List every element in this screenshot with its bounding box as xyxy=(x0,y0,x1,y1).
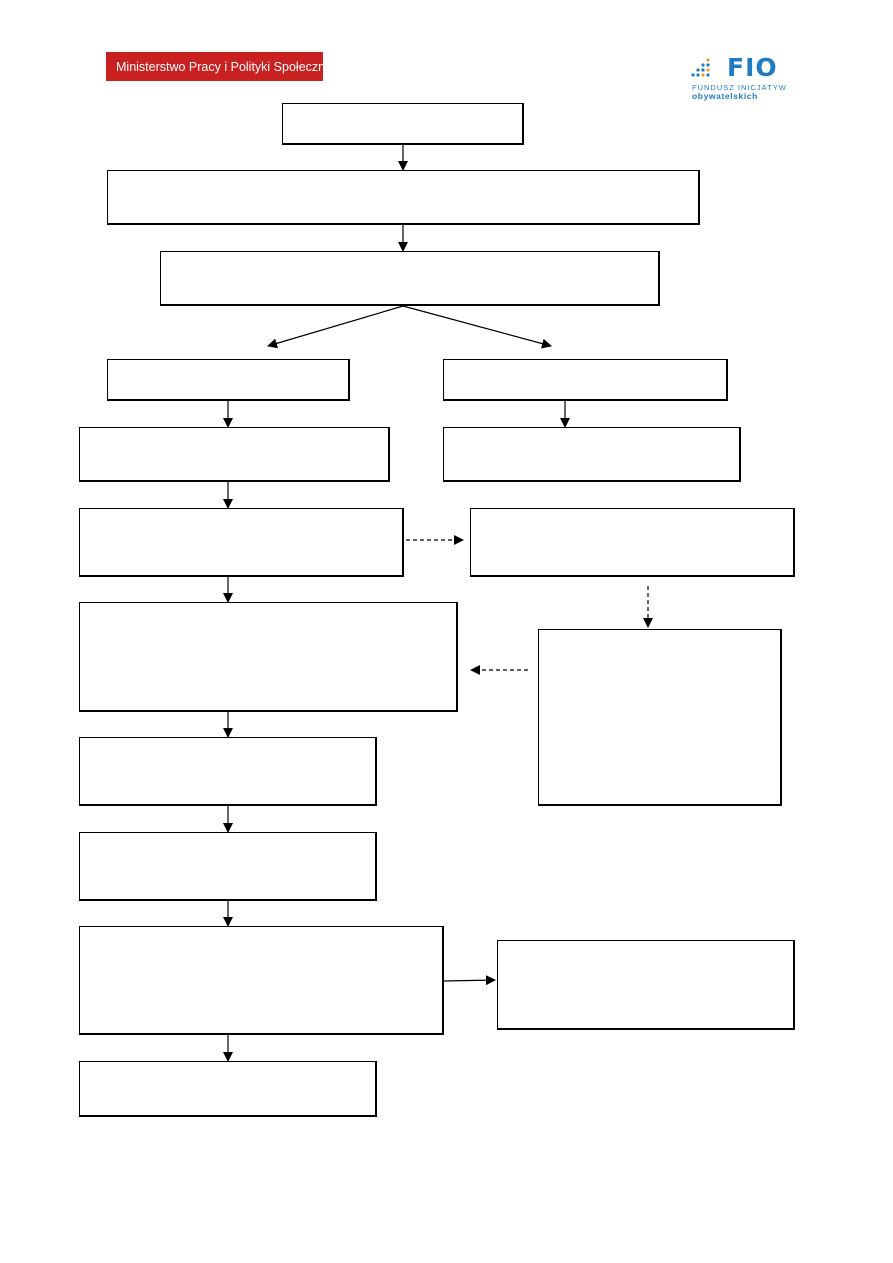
connector-step3-to-left-branch xyxy=(267,305,404,349)
flow-box-right-step7 xyxy=(497,940,795,1030)
flow-box-left-step2 xyxy=(79,427,390,482)
flow-box-left-step3 xyxy=(79,508,404,577)
flow-box-left-step7 xyxy=(79,926,444,1035)
flow-box-right-step4 xyxy=(538,629,782,806)
flow-box-right-branch xyxy=(443,359,728,401)
fio-dots-icon xyxy=(691,58,710,77)
flow-box-step3 xyxy=(160,251,660,306)
ministry-logo: Ministerstwo Pracy i Polityki Społecznej xyxy=(106,52,335,81)
fio-acronym: FIO xyxy=(727,53,778,82)
fio-logo: FIO FUNDUSZ INICJATYW obywatelskich xyxy=(690,53,786,101)
flow-box-final xyxy=(79,1061,377,1117)
connector-step3-to-right-branch xyxy=(402,305,552,349)
flow-box-left-branch xyxy=(107,359,350,401)
flow-box-right-step3 xyxy=(470,508,795,577)
flow-box-left-step6 xyxy=(79,832,377,901)
connector-left-step7-to-right-step7 xyxy=(443,975,496,986)
flow-box-right-step2 xyxy=(443,427,741,482)
fio-subtitle-line1: FUNDUSZ INICJATYW xyxy=(692,83,787,92)
flow-box-left-step5 xyxy=(79,737,377,806)
ministry-logo-text: Ministerstwo Pracy i Polityki Społecznej xyxy=(116,59,335,74)
flow-box-top xyxy=(282,103,524,145)
fio-subtitle-line2: obywatelskich xyxy=(692,91,758,101)
flow-box-left-step4 xyxy=(79,602,458,712)
